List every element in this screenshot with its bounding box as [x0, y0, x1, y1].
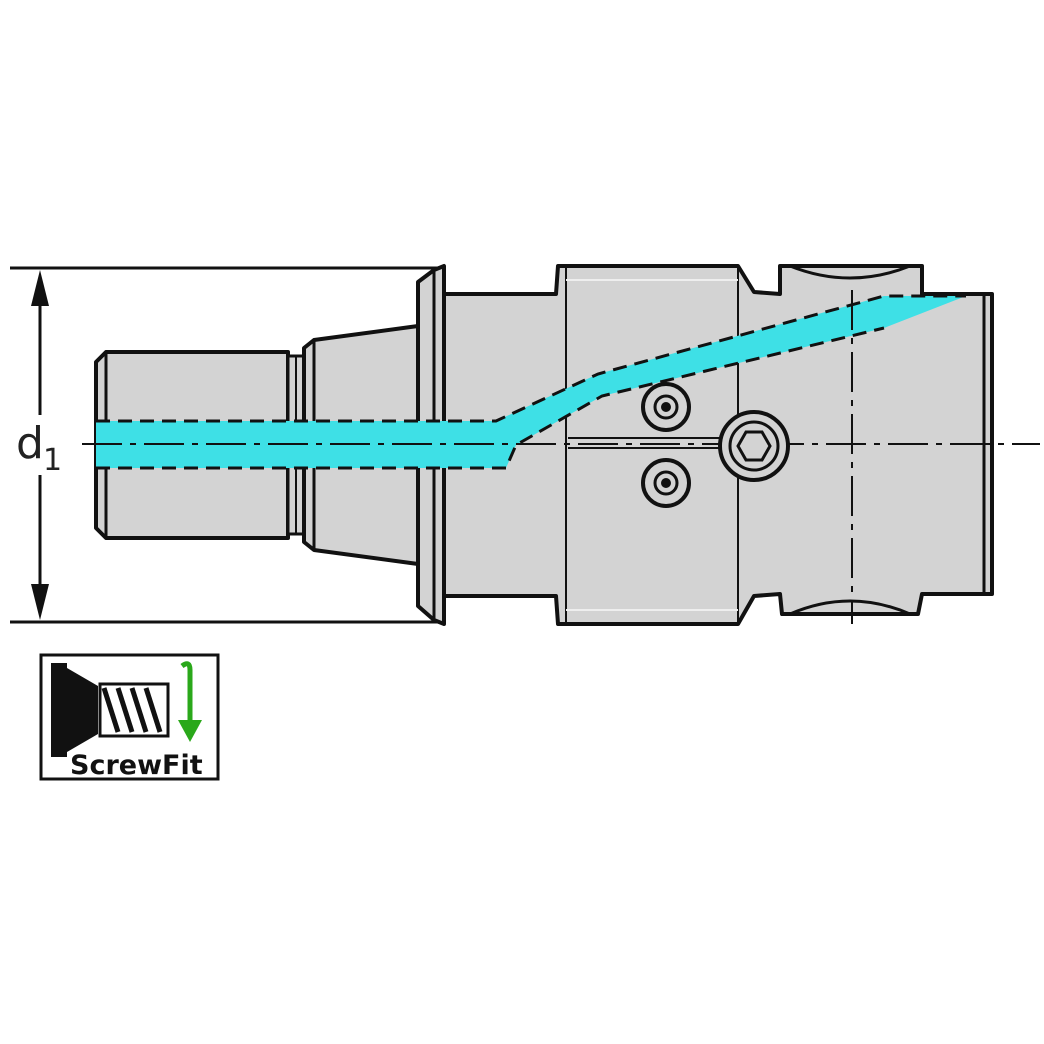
arrowhead-bottom [31, 584, 49, 620]
clamp-recess-top [789, 264, 911, 280]
coolant-channel [96, 294, 966, 470]
logo-taper-icon [67, 668, 98, 752]
torx-screw-upper [641, 382, 691, 432]
dimension-subscript: 1 [43, 443, 62, 478]
screwfit-logo: ScrewFit [39, 653, 220, 781]
diameter-dimension: d 1 [10, 266, 440, 624]
hex-socket-screw [718, 410, 790, 482]
arrowhead-top [31, 270, 49, 306]
rotation-arrow-icon [178, 661, 202, 742]
logo-label: ScrewFit [70, 750, 203, 781]
slot [568, 437, 730, 449]
center-lines [82, 290, 1040, 624]
logo-thread-icon [101, 687, 163, 733]
logo-flange-icon [51, 663, 67, 757]
clamp-recess-bottom [789, 599, 911, 616]
dimension-label: d [16, 418, 44, 469]
torx-screw-lower [641, 458, 691, 508]
